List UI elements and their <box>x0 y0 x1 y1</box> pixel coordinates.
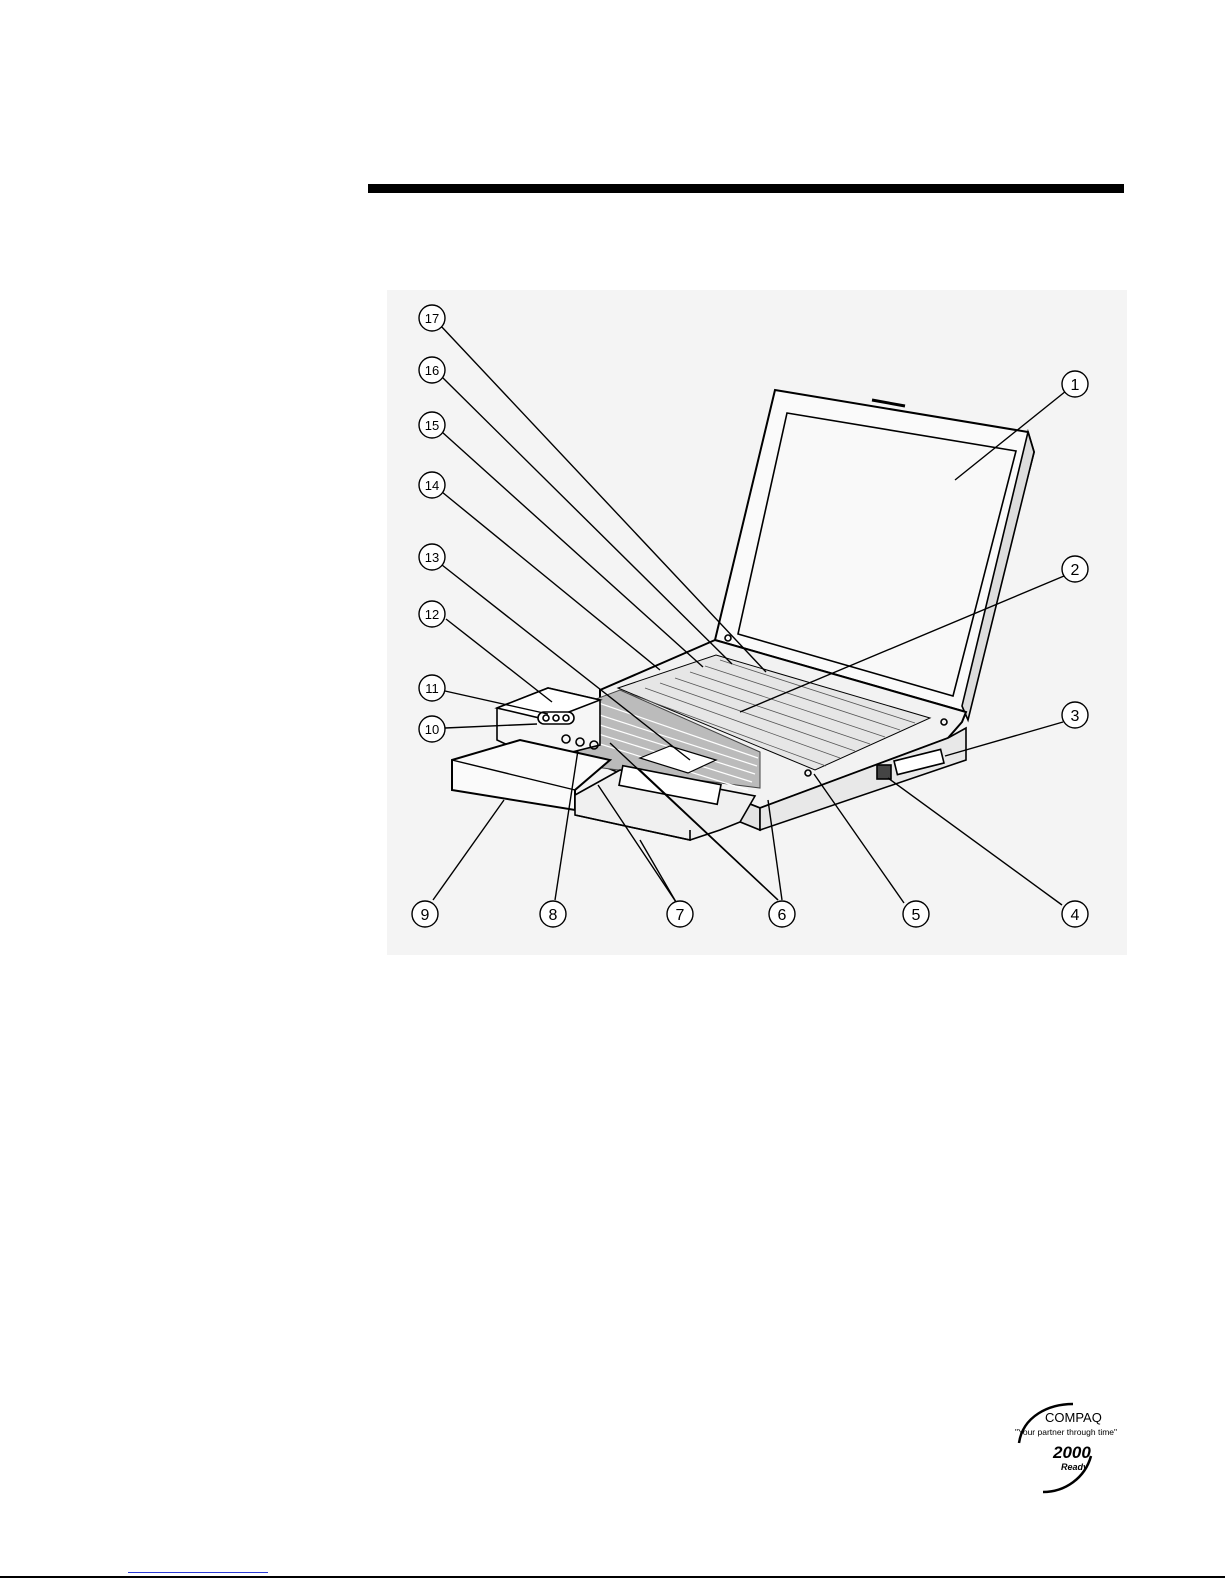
svg-text:COMPAQ: COMPAQ <box>1045 1410 1102 1425</box>
svg-text:11: 11 <box>425 681 439 696</box>
footer-rule <box>0 1576 1225 1578</box>
callout-17: 17 <box>419 305 445 331</box>
svg-text:17: 17 <box>425 311 439 326</box>
callout-5: 5 <box>903 901 929 927</box>
callout-8: 8 <box>540 901 566 927</box>
svg-text:13: 13 <box>425 550 439 565</box>
svg-text:5: 5 <box>912 907 921 924</box>
svg-text:7: 7 <box>676 907 685 924</box>
svg-text:8: 8 <box>549 907 558 924</box>
callout-13: 13 <box>419 544 445 570</box>
callout-11: 11 <box>419 675 445 701</box>
svg-text:16: 16 <box>425 363 439 378</box>
callout-3: 3 <box>1062 702 1088 728</box>
svg-text:15: 15 <box>425 418 439 433</box>
svg-text:2000: 2000 <box>1052 1443 1091 1462</box>
svg-text:3: 3 <box>1071 708 1080 725</box>
callout-7: 7 <box>667 901 693 927</box>
svg-text:6: 6 <box>778 907 787 924</box>
svg-text:1: 1 <box>1071 377 1080 394</box>
laptop-diagram: 1 2 3 4 5 6 7 8 9 10 11 12 13 14 15 16 1… <box>387 290 1127 955</box>
callout-2: 2 <box>1062 556 1088 582</box>
callout-14: 14 <box>419 472 445 498</box>
svg-text:"Your partner through time": "Your partner through time" <box>1015 1427 1117 1437</box>
svg-text:14: 14 <box>425 478 439 493</box>
callout-6: 6 <box>769 901 795 927</box>
header-rule <box>368 184 1124 193</box>
callout-1: 1 <box>1062 371 1088 397</box>
compaq-2000-ready-logo: COMPAQ "Your partner through time" 2000 … <box>1011 1398 1121 1498</box>
svg-text:12: 12 <box>425 607 439 622</box>
callout-15: 15 <box>419 412 445 438</box>
svg-text:10: 10 <box>425 722 439 737</box>
svg-text:4: 4 <box>1071 907 1080 924</box>
callout-10: 10 <box>419 716 445 742</box>
svg-text:Ready: Ready <box>1061 1462 1089 1472</box>
callout-12: 12 <box>419 601 445 627</box>
callout-4: 4 <box>1062 901 1088 927</box>
callout-9: 9 <box>412 901 438 927</box>
svg-text:2: 2 <box>1071 562 1080 579</box>
footer-link-underline[interactable] <box>128 1572 268 1573</box>
svg-text:9: 9 <box>421 907 430 924</box>
callout-16: 16 <box>419 357 445 383</box>
